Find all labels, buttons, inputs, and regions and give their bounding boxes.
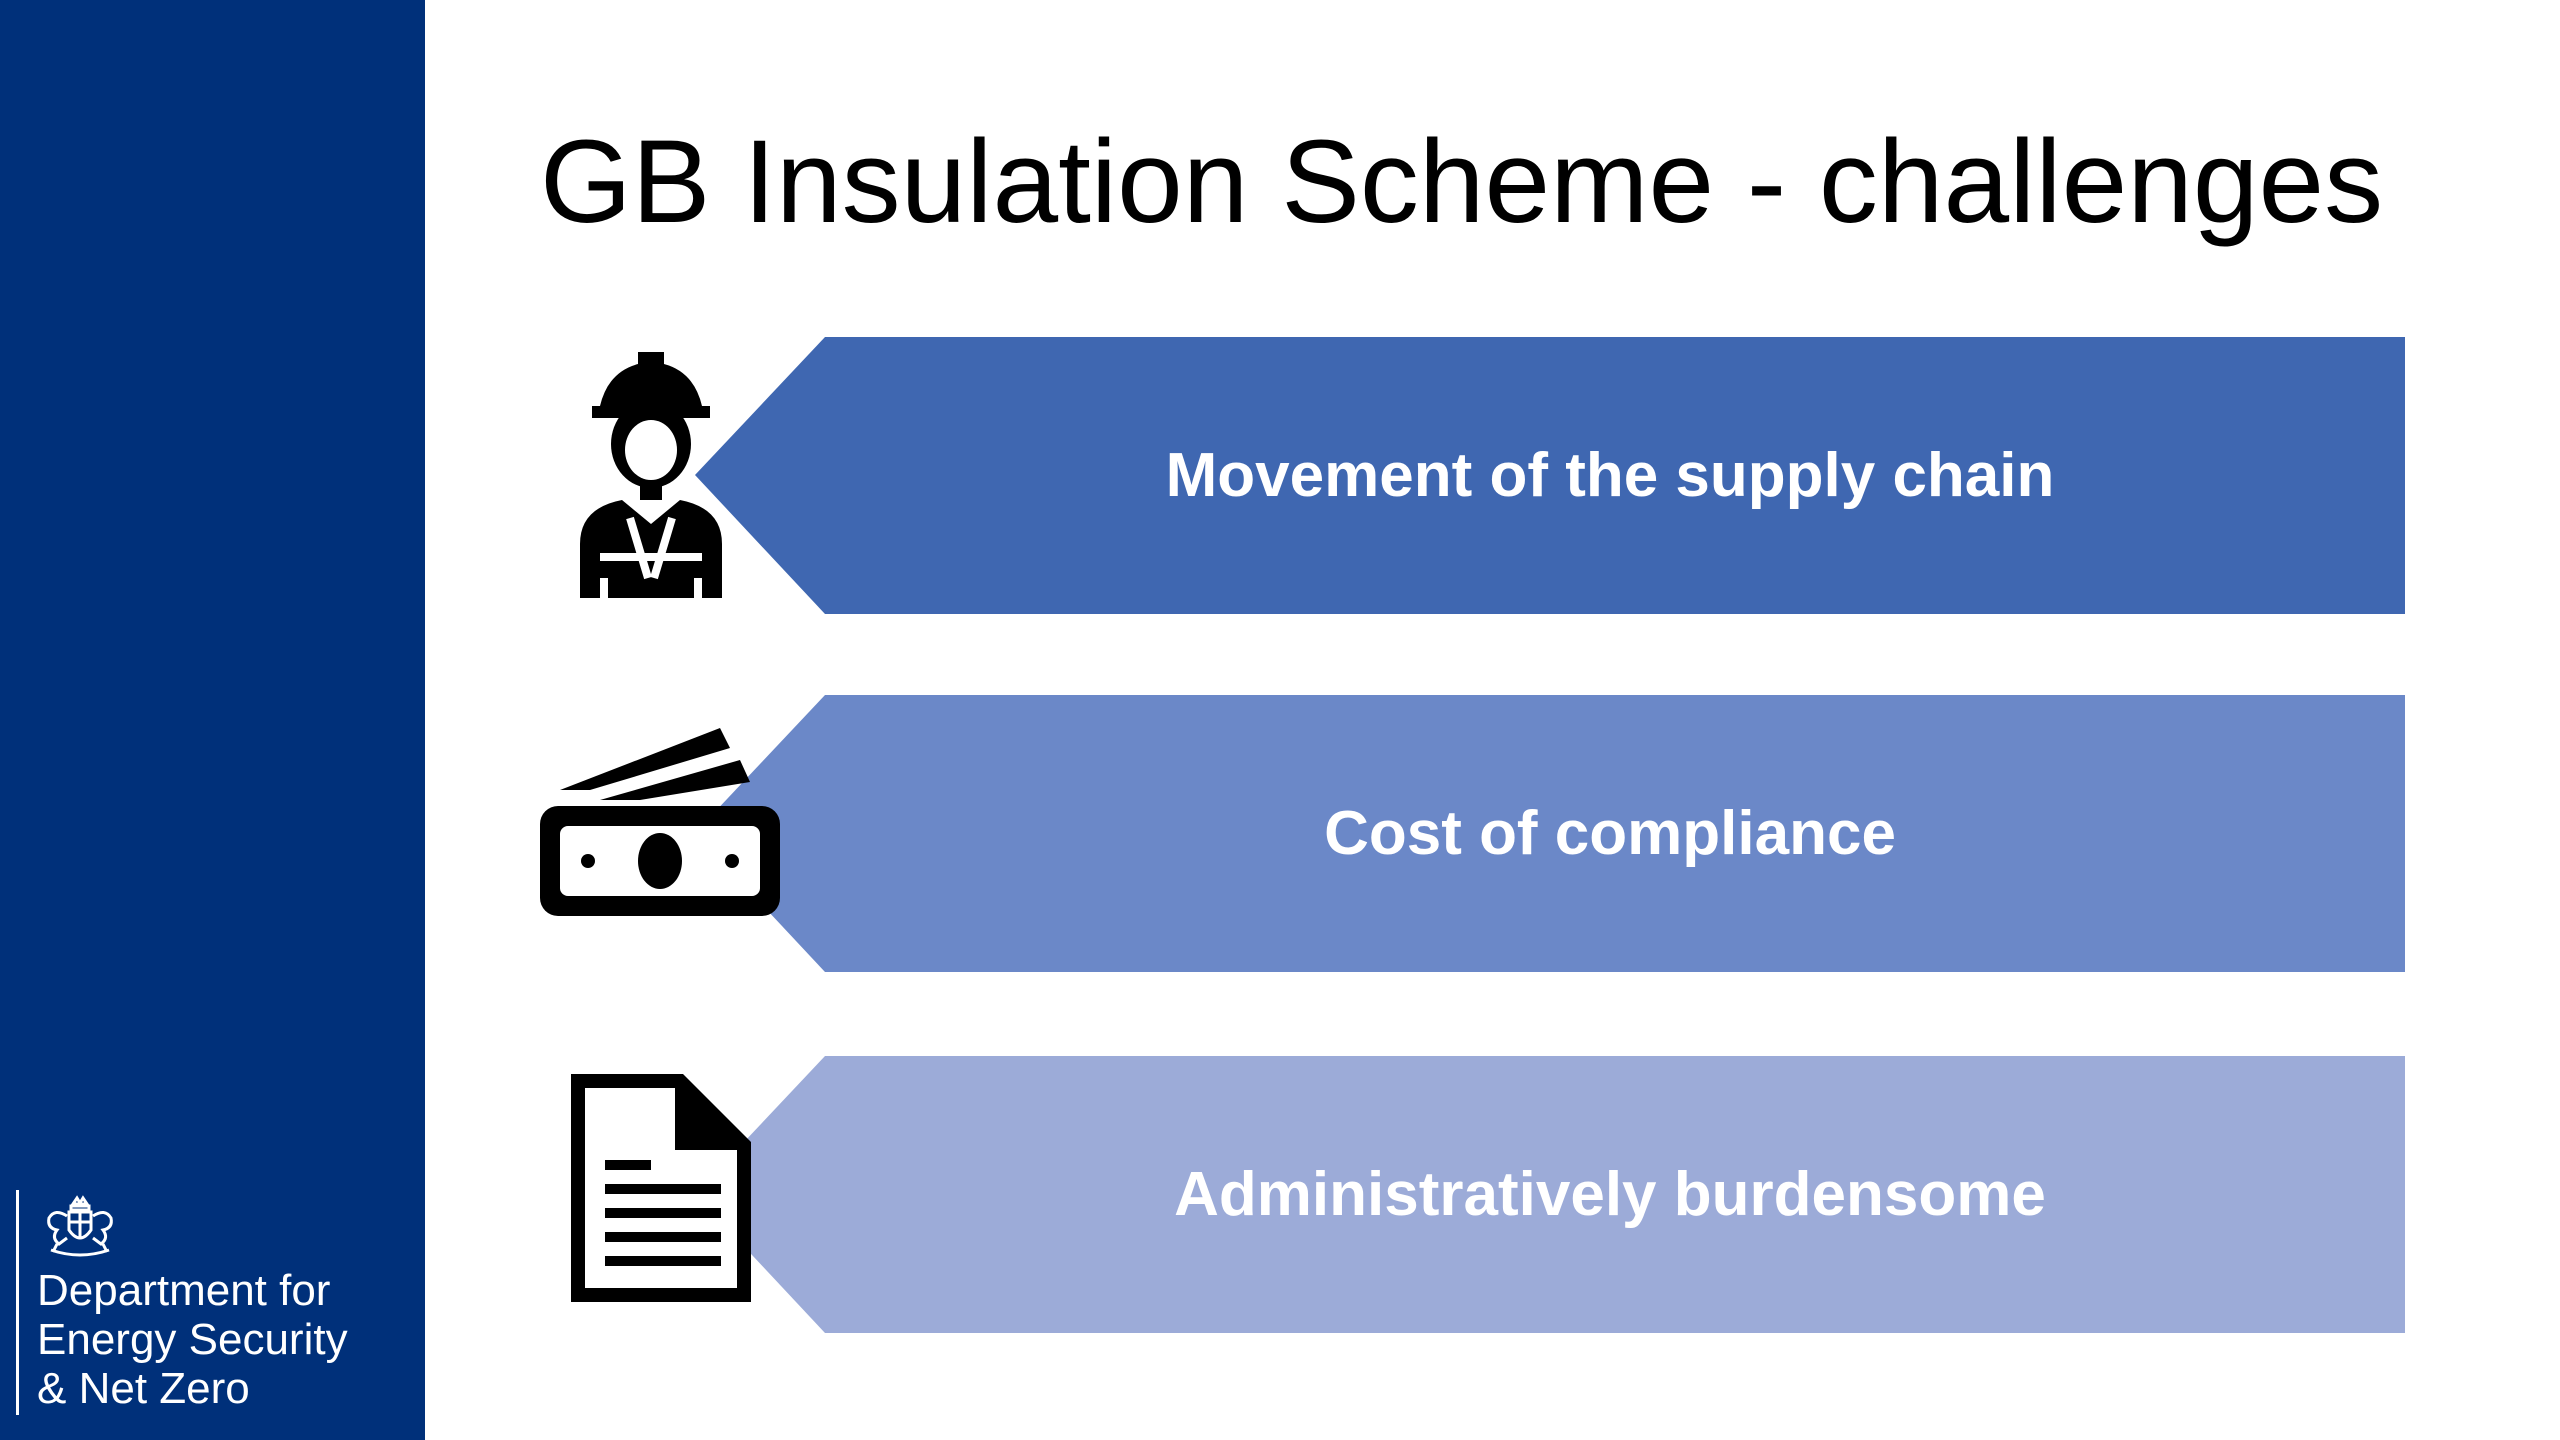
banner-arrow-shape	[695, 337, 2405, 614]
document-icon	[571, 1074, 751, 1302]
department-name-line-3: & Net Zero	[37, 1364, 250, 1413]
challenge-label: Movement of the supply chain	[1165, 441, 2055, 510]
challenge-banner-admin-burden: Administratively burdensome	[695, 1056, 2405, 1333]
challenge-label: Cost of compliance	[1324, 799, 1896, 868]
slide-title: GB Insulation Scheme - challenges	[540, 116, 2384, 248]
banner-arrow-shape	[695, 695, 2405, 972]
royal-coat-of-arms-icon	[47, 1195, 113, 1257]
challenge-banner-supply-chain: Movement of the supply chain	[695, 337, 2405, 614]
banner-arrow-shape	[695, 1056, 2405, 1333]
department-logo-block: Department for Energy Security & Net Zer…	[16, 1190, 419, 1415]
department-name: Department for Energy Security & Net Zer…	[37, 1266, 348, 1413]
department-name-line-2: Energy Security	[37, 1315, 348, 1364]
department-name-line-1: Department for	[37, 1266, 331, 1315]
cash-banknotes-icon	[540, 728, 780, 916]
construction-worker-icon	[580, 352, 722, 598]
challenge-label: Administratively burdensome	[1174, 1160, 2046, 1229]
challenge-banner-cost-of-compliance: Cost of compliance	[695, 695, 2405, 972]
sidebar-brand-panel: Department for Energy Security & Net Zer…	[0, 0, 425, 1440]
